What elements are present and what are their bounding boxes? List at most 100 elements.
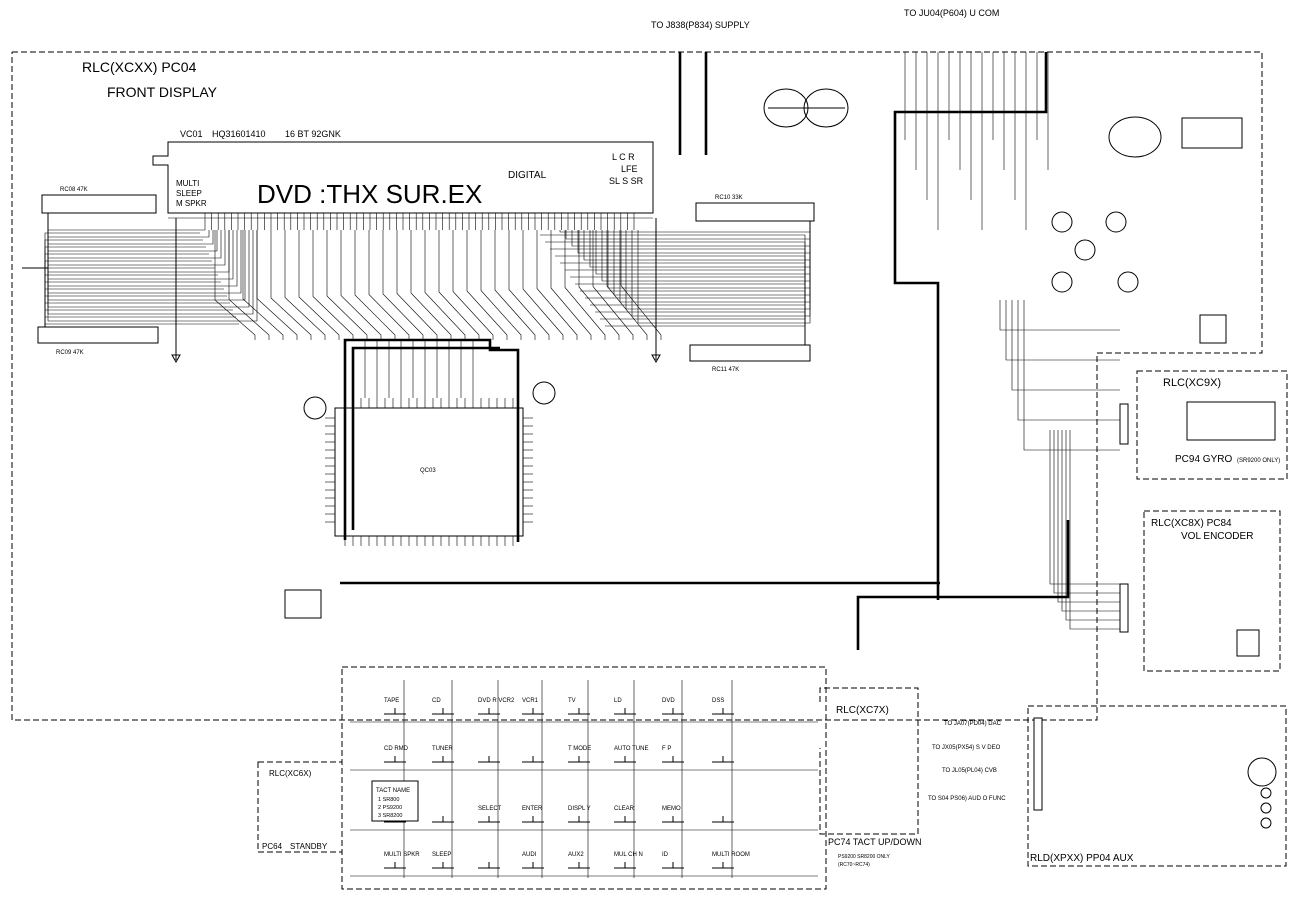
switch-label: SLEEP <box>432 852 451 858</box>
tact-switch: CD RMD <box>384 746 409 763</box>
audio-r-jack <box>1260 817 1272 829</box>
data-bus-1 <box>343 338 520 542</box>
driver-ic-pins <box>325 340 533 546</box>
vfd-label-mspkr: M SPKR <box>176 199 207 208</box>
board-title: RLC(XCXX) PC04 <box>82 59 197 75</box>
standby-board-footer: PC64 <box>262 842 283 851</box>
switch-label: AUX2 <box>568 852 584 858</box>
tact-name-box <box>371 780 419 822</box>
tact-switch: AUTO TUNE <box>614 746 648 763</box>
grid-wire <box>605 325 806 345</box>
switch-label: MUL CH N <box>614 852 643 858</box>
grid-wire <box>44 295 227 327</box>
supply-connector-label: TO J838(P834) SUPPLY <box>651 20 750 30</box>
vfd-type: 16 BT 92GNK <box>285 129 341 139</box>
switch-label: CD <box>432 698 441 704</box>
segment-wire <box>312 230 354 340</box>
standby-board-label: STANDBY <box>290 842 328 851</box>
aux-board-footer: RLD(XPXX) PP04 AUX <box>1030 853 1134 864</box>
segment-wire <box>480 230 522 340</box>
gyro-board-footer: PC94 GYRO <box>1175 454 1232 465</box>
grid-wire <box>619 221 811 303</box>
grid-wire <box>44 309 233 327</box>
encoder-board-title: RLC(XC8X) PC84 <box>1151 518 1232 529</box>
svideo-connector-label: TO JX05(PX54) S V DEO <box>932 745 1001 751</box>
tact-switch: AUDI <box>522 852 544 869</box>
supply-bus <box>678 52 708 155</box>
segment-wire <box>396 230 438 340</box>
tact-switch: MULTI SPKR <box>384 852 420 869</box>
tact-switch <box>478 756 500 763</box>
tact-switch: MUL CH N <box>614 852 643 869</box>
vfd-digital: DIGITAL <box>508 170 547 181</box>
grid-wire <box>47 213 258 322</box>
transistor-pair-top <box>763 88 849 128</box>
tact-name-line3: 3 SR8200 <box>378 813 402 819</box>
vfd-main-text: DVD :THX SUR.EX <box>257 179 482 209</box>
tact-switch: MEMO <box>662 806 684 823</box>
segment-wire <box>242 230 284 340</box>
transistor <box>1051 271 1073 293</box>
segment-wire <box>564 230 606 340</box>
ground-arrow-right <box>651 218 661 364</box>
phototransistor <box>1108 116 1243 158</box>
segment-wire <box>284 230 326 340</box>
tact-switch: CLEAR <box>614 806 636 823</box>
segment-wire <box>508 230 550 340</box>
resistor-array-rc09 <box>37 326 159 344</box>
transistor <box>1117 271 1139 293</box>
tact-switch <box>478 862 500 869</box>
grid-wire <box>560 262 806 345</box>
tact-switch: LD <box>614 698 636 715</box>
switch-label: ENTER <box>522 806 543 812</box>
grid-wire <box>44 246 206 327</box>
tact-switch: DVD <box>662 698 684 715</box>
segment-wire <box>382 230 424 340</box>
resistor-array-rc09-label: RC09 47K <box>56 350 84 356</box>
tact-switch: ENTER <box>522 806 544 823</box>
cvbs-connector-label: TO JL05(PL04) CVB <box>942 768 997 774</box>
encoder-board-outline <box>1143 510 1281 672</box>
data-bus-2 <box>351 346 500 530</box>
gyro-connector <box>1119 403 1129 445</box>
tact-switch <box>432 816 454 823</box>
resistor-array-rc11 <box>689 344 811 362</box>
resistor-array-rc11-label: RC11 47K <box>712 367 739 373</box>
left-transistor-circuit <box>284 396 327 619</box>
tact-switch: ID <box>662 852 684 869</box>
grid-wire <box>565 221 811 240</box>
svideo-jack <box>1247 757 1277 787</box>
switch-label: DVD <box>662 698 675 704</box>
switch-label: SELECT <box>478 806 502 812</box>
tact-switch: SELECT <box>478 806 502 823</box>
tact-switch: F P <box>662 746 684 763</box>
segment-wire <box>592 230 634 340</box>
updown-board-outline <box>819 687 919 835</box>
segment-wire <box>340 230 382 340</box>
updown-board-note1: PS9200 SR8200 ONLY <box>838 854 891 860</box>
tact-name-line2: 2 PS9200 <box>378 805 402 811</box>
updown-board-title: RLC(XC7X) <box>836 705 889 716</box>
transistor <box>1074 239 1096 261</box>
resistor-array-rc10 <box>695 202 815 222</box>
ucom-connector-label: TO JU04(P604) U COM <box>904 8 999 18</box>
aux-board-outline <box>1027 705 1287 867</box>
switch-label: VCR1 <box>522 698 539 704</box>
tact-switch: TUNER <box>432 746 454 763</box>
segment-wire <box>550 230 592 340</box>
grid-wire <box>637 221 811 324</box>
gyro-wire <box>1011 300 1120 391</box>
switch-label: TUNER <box>432 746 453 752</box>
switch-label: F P <box>662 746 671 752</box>
keyboard-board-outline <box>341 666 827 890</box>
ic-small <box>1199 314 1227 344</box>
tact-switch: TAPE <box>384 698 406 715</box>
grid-wire <box>583 221 811 261</box>
standby-board-title: RLC(XC6X) <box>269 769 312 778</box>
switch-label: TV <box>568 698 576 704</box>
grid-wire <box>550 248 806 345</box>
segment-wire <box>620 230 662 340</box>
grid-wire <box>44 316 236 327</box>
grid-wire <box>595 221 811 275</box>
